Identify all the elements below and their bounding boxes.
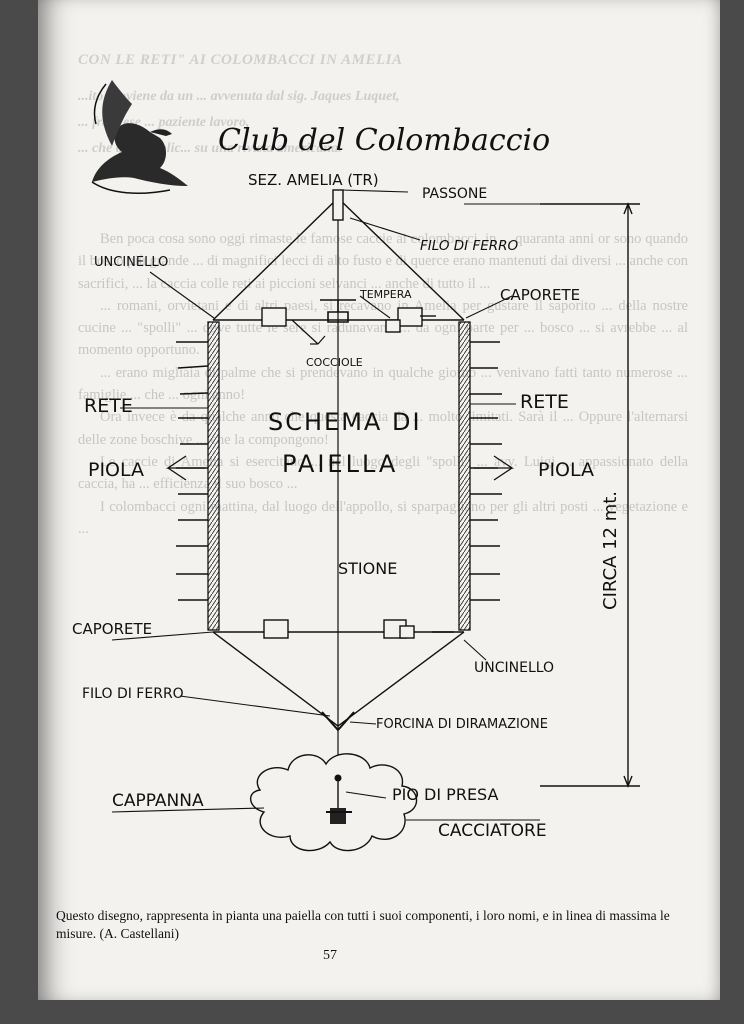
hut-cloud xyxy=(250,753,418,852)
label-cocciole: COCCIOLE xyxy=(306,356,363,369)
faint-paragraph: Ben poca cosa sono oggi rimaste le famos… xyxy=(78,231,688,292)
faint-paragraph: Le caccie di Amelia si esercitano ... ne… xyxy=(78,453,688,493)
caporete-blocks xyxy=(261,307,454,639)
faint-paragraph: Ora invece è da qualche anno che questa … xyxy=(78,409,688,448)
label-uncinello-bottom: UNCINELLO xyxy=(474,660,554,676)
label-paiella: PAIELLA xyxy=(282,450,398,478)
club-title: Club del Colombaccio xyxy=(218,123,550,158)
label-uncinello-top: UNCINELLO xyxy=(94,255,168,270)
faint-paragraph: ... erano migliaia di palme che si prend… xyxy=(78,364,688,404)
label-pointers xyxy=(111,189,540,725)
label-tempera: TEMPERA xyxy=(359,288,412,301)
net-left xyxy=(207,321,220,631)
label-circa-12-mt: CIRCA 12 mt. xyxy=(600,491,621,610)
label-passone: PASSONE xyxy=(422,186,487,202)
cocciole-lines xyxy=(291,319,326,345)
label-forcina: FORCINA DI DIRAMAZIONE xyxy=(376,717,548,732)
label-cappanna: CAPPANNA xyxy=(112,791,204,811)
bottom-pointers xyxy=(111,791,540,821)
section-label: SEZ. AMELIA (TR) xyxy=(248,171,379,189)
label-caporete-bottom: CAPORETE xyxy=(72,620,152,638)
label-caporete-top: CAPORETE xyxy=(500,286,580,304)
pigeon-logo-icon xyxy=(91,80,188,194)
label-cacciatore: CACCIATORE xyxy=(438,821,547,841)
faint-page-heading: CON LE RETI" AI COLOMBACCI IN AMELIA xyxy=(78,52,403,68)
label-filo-di-ferro-top: FILO DI FERRO xyxy=(420,238,518,254)
label-rete-left: RETE xyxy=(84,395,133,417)
faint-paragraph: I colombacci ogni mattina, dal luogo del… xyxy=(78,498,688,537)
label-pio-di-presa: PIO DI PRESA xyxy=(392,785,499,804)
paiella-structure xyxy=(212,189,640,800)
faint-intro-line: ...ito proviene da un ... avvenuta dal s… xyxy=(78,89,400,104)
figure-caption: Questo disegno, rappresenta in pianta un… xyxy=(56,908,670,941)
label-piola-left: PIOLA xyxy=(88,459,144,481)
label-rete-right: RETE xyxy=(520,391,569,413)
piola-arrows xyxy=(165,455,515,481)
page-number: 57 xyxy=(323,948,337,963)
label-piola-right: PIOLA xyxy=(538,459,594,481)
faint-body-text: Ben poca cosa sono oggi rimaste le famos… xyxy=(78,228,688,540)
label-filo-di-ferro-bottom: FILO DI FERRO xyxy=(82,686,184,702)
faint-paragraph: ... romani, orvietani e di altri paesi, … xyxy=(78,297,688,359)
label-schema-di: SCHEMA DI xyxy=(268,408,422,436)
tempera-mark xyxy=(320,299,356,323)
net-right xyxy=(458,321,471,631)
label-stione: STIONE xyxy=(338,559,397,578)
